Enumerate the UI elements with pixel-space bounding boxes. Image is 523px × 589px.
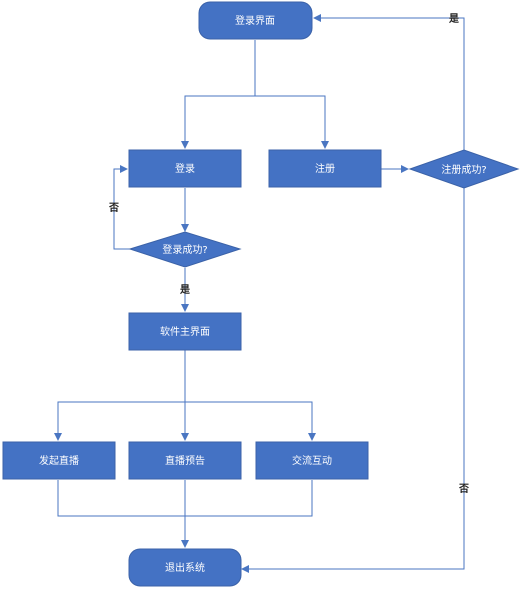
edge-label-yes-login: 是 (179, 284, 190, 296)
node-register-label: 注册 (315, 162, 335, 175)
edges (54, 14, 465, 573)
node-login-page-label: 登录界面 (235, 14, 275, 27)
node-chat-label: 交流互动 (292, 454, 332, 467)
edge-registerok-yes-to-loginpage (313, 14, 465, 150)
node-main-page-label: 软件主界面 (160, 325, 210, 338)
edge-label-no-register: 否 (458, 483, 469, 495)
node-login-label: 登录 (175, 162, 195, 175)
node-chat[interactable]: 交流互动 (255, 441, 369, 480)
node-register[interactable]: 注册 (268, 149, 382, 188)
node-register-ok-label: 注册成功? (441, 163, 486, 176)
edge-main-to-startlive (54, 401, 185, 441)
node-start-live[interactable]: 发起直播 (2, 441, 116, 480)
edge-loginok-no-back-to-login (113, 165, 130, 250)
edge-chat-merge (185, 480, 313, 517)
edge-main-to-chat (185, 401, 316, 441)
edge-loginpage-to-login (181, 40, 256, 149)
node-start-live-label: 发起直播 (39, 454, 79, 467)
node-register-ok[interactable]: 注册成功? (408, 149, 520, 189)
node-login-ok[interactable]: 登录成功? (128, 231, 242, 268)
node-live-preview[interactable]: 直播预告 (128, 441, 242, 480)
edge-startlive-merge (57, 480, 185, 517)
node-live-preview-label: 直播预告 (165, 454, 205, 467)
node-main-page[interactable]: 软件主界面 (128, 312, 242, 351)
node-exit-label: 退出系统 (165, 561, 205, 574)
edge-registerok-no-to-exit (241, 188, 465, 573)
edge-label-yes-register: 是 (448, 13, 459, 25)
node-exit[interactable]: 退出系统 (128, 548, 242, 587)
node-login[interactable]: 登录 (128, 149, 242, 188)
edge-label-no-login: 否 (108, 202, 119, 214)
node-login-ok-label: 登录成功? (162, 243, 207, 256)
node-login-page[interactable]: 登录界面 (198, 1, 313, 40)
edge-loginpage-to-register (255, 95, 329, 149)
